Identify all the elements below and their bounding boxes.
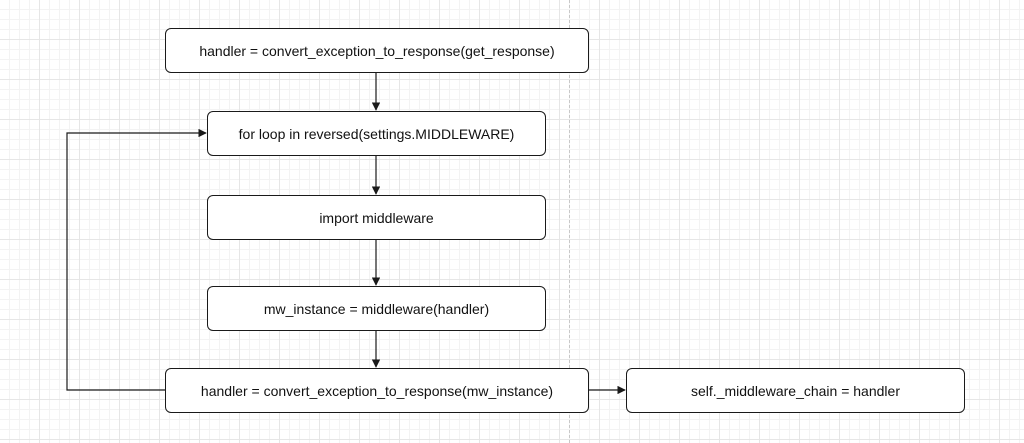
mw-instance-label: mw_instance = middleware(handler) (263, 300, 490, 317)
mw-instance-node[interactable]: mw_instance = middleware(handler) (207, 286, 546, 331)
page-break-divider (569, 0, 570, 443)
for-loop-label: for loop in reversed(settings.MIDDLEWARE… (238, 125, 515, 142)
middleware-chain-label: self._middleware_chain = handler (691, 382, 900, 399)
init-handler-label: handler = convert_exception_to_response(… (199, 42, 555, 59)
import-middleware-label: import middleware (319, 209, 434, 226)
wrap-handler-node[interactable]: handler = convert_exception_to_response(… (165, 368, 589, 413)
init-handler-node[interactable]: handler = convert_exception_to_response(… (165, 28, 589, 73)
edge-loop-back (66, 128, 207, 391)
for-loop-node[interactable]: for loop in reversed(settings.MIDDLEWARE… (207, 111, 546, 156)
middleware-chain-node[interactable]: self._middleware_chain = handler (626, 368, 965, 413)
import-middleware-node[interactable]: import middleware (207, 195, 546, 240)
wrap-handler-label: handler = convert_exception_to_response(… (200, 382, 554, 399)
